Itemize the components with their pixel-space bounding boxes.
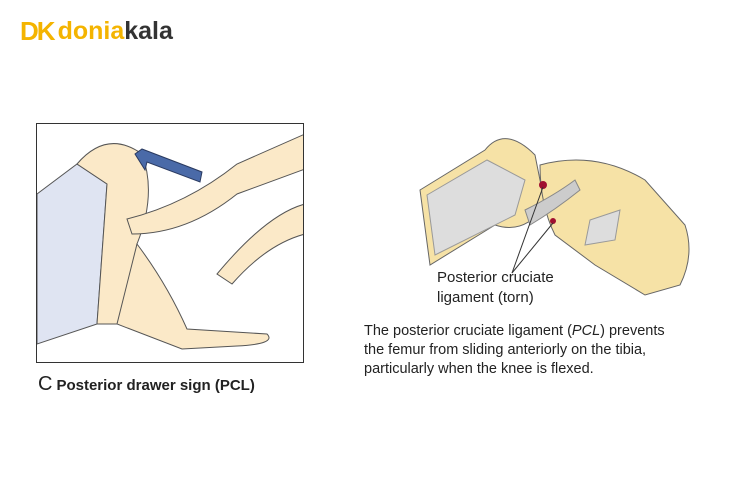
desc-line-1: The posterior cruciate ligament (PCL) pr… xyxy=(364,322,665,341)
caption-text: Posterior drawer sign (PCL) xyxy=(56,377,255,394)
logo-word-1: donia xyxy=(57,16,125,45)
desc-pre: The posterior cruciate ligament ( xyxy=(364,323,572,339)
desc-line-3: particularly when the knee is flexed. xyxy=(364,361,594,377)
logo-mark: DK xyxy=(20,15,56,46)
desc-line-2: the femur from sliding anteriorly on the… xyxy=(364,342,647,358)
figure-letter: C xyxy=(38,373,53,395)
logo: DK donia kala xyxy=(20,14,173,48)
knee-joint-illustration xyxy=(419,138,690,296)
posterior-drawer-illustration xyxy=(36,123,304,363)
label-line-1: Posterior cruciate xyxy=(437,269,554,286)
pcl-label: Posterior cruciate ligament (torn) xyxy=(437,268,554,308)
pcl-description: The posterior cruciate ligament (PCL) pr… xyxy=(364,322,665,379)
label-line-2: ligament (torn) xyxy=(437,289,534,306)
desc-post: ) prevents xyxy=(600,323,665,339)
desc-abbr: PCL xyxy=(571,323,601,339)
logo-word-2: kala xyxy=(124,16,173,45)
